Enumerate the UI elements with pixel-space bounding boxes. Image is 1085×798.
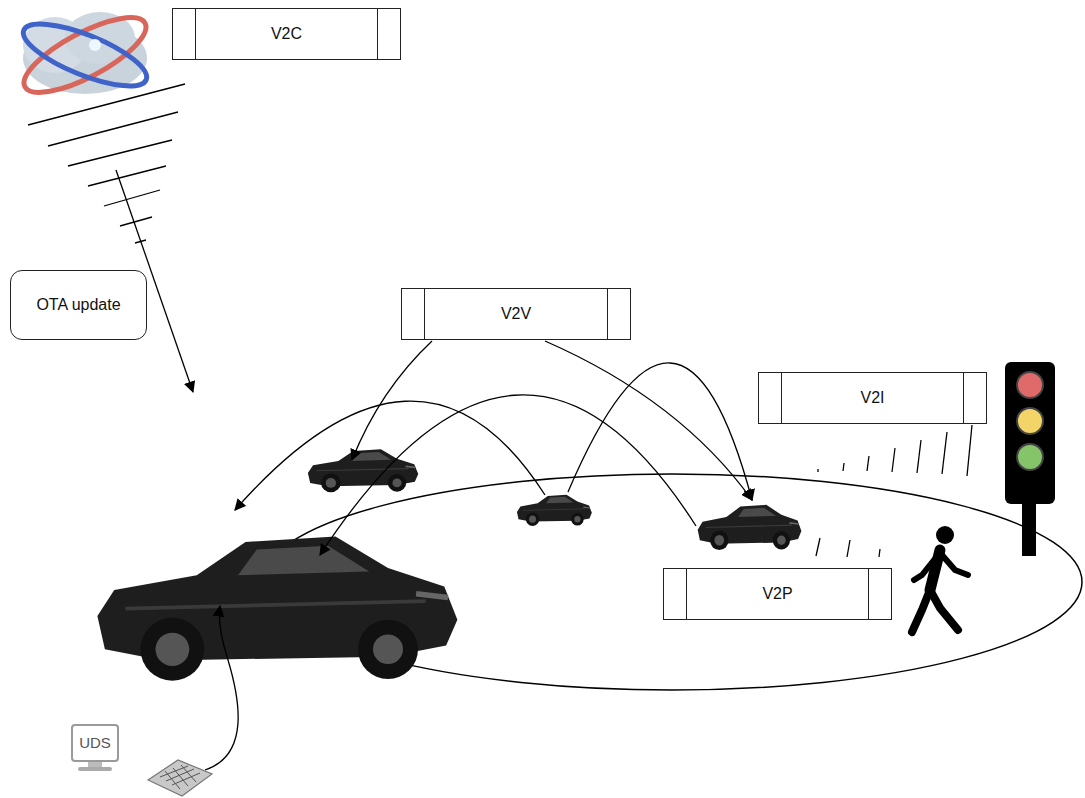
v2i-waves — [818, 425, 972, 476]
text-group: V2C — [271, 24, 302, 43]
box-side-bar — [686, 569, 687, 619]
text-group: OTA update — [36, 295, 120, 314]
text-group: V2P — [762, 584, 792, 603]
box-label: V2P — [762, 584, 792, 603]
v2p-waves — [816, 538, 880, 557]
rounded-box: OTA update — [10, 270, 147, 340]
pedestrian — [912, 526, 968, 632]
box-label: UDS — [79, 734, 111, 752]
box-label: V2I — [860, 388, 884, 407]
process-box: V2C — [172, 8, 401, 60]
box-side-bar — [868, 569, 869, 619]
process-box: V2P — [663, 568, 892, 620]
traffic-light — [1005, 362, 1055, 556]
box-side-bar — [607, 289, 608, 339]
cloud-icon — [15, 4, 156, 107]
process-box: V2I — [758, 372, 987, 424]
box-label: V2C — [271, 24, 302, 43]
v2v-arcs — [235, 341, 752, 555]
monitor-icon: UDS — [71, 724, 119, 762]
box-label: OTA update — [36, 295, 120, 314]
radio-waves — [28, 84, 185, 243]
car — [308, 449, 418, 492]
box-side-bar — [781, 373, 782, 423]
box-label: V2V — [501, 304, 531, 323]
text-group: V2I — [860, 388, 884, 407]
text-group: V2V — [501, 304, 531, 323]
diagnostic-tool — [78, 606, 238, 796]
car — [517, 495, 592, 526]
car — [698, 505, 802, 550]
box-side-bar — [377, 9, 378, 59]
box-side-bar — [195, 9, 196, 59]
process-box: V2V — [401, 288, 631, 340]
text-group: UDS — [79, 734, 111, 752]
box-side-bar — [424, 289, 425, 339]
car — [97, 536, 457, 680]
box-side-bar — [963, 373, 964, 423]
